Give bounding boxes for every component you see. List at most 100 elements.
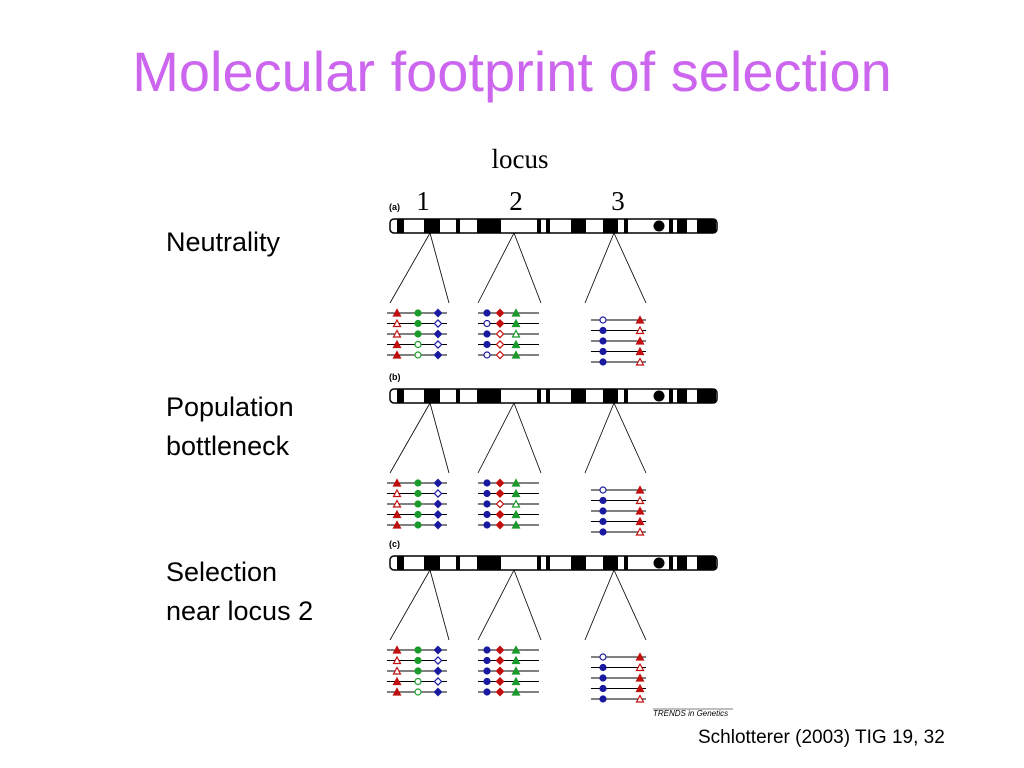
chromosome-band [456,556,460,570]
zoom-line [389,402,431,474]
snp-marker [635,683,645,693]
snp-marker [483,489,491,498]
snp-marker [599,347,607,356]
snp-marker [599,496,607,505]
chromosome-band [537,556,541,570]
zoom-line [389,569,431,641]
locus-header: locus [492,144,549,174]
chromosome-band [424,219,440,233]
snp-marker [433,510,443,519]
chromosome-band [537,389,541,403]
snp-marker [635,495,645,505]
snp-marker [495,645,505,655]
snp-marker [495,520,505,530]
snp-marker [392,655,402,665]
snp-marker [511,509,521,519]
snp-marker [483,510,491,519]
chromosome-band [546,219,550,233]
chromosome-band [697,556,716,570]
zoom-line [429,402,450,474]
figure-credit: TRENDS in Genetics [653,709,728,718]
snp-marker [414,330,422,338]
panel-tag: (b) [389,372,401,382]
chromosome-band [571,389,586,403]
snp-marker [433,666,443,676]
snp-marker [414,677,422,686]
snp-marker [599,653,607,661]
centromere [653,390,665,402]
chromosome-band [571,219,586,233]
snp-marker [433,499,443,509]
zoom-line [477,569,515,641]
snp-marker [495,478,505,488]
snp-marker [635,506,645,515]
snp-marker [495,350,505,360]
zoom-line [389,232,431,304]
snp-marker [392,687,402,696]
chromosome [389,388,718,404]
snp-marker [635,673,645,682]
snp-marker [433,677,443,686]
zoom-line [429,232,450,304]
chromosome-band [571,556,586,570]
snp-marker [599,486,607,494]
snp-marker [392,499,402,508]
chromosome-band [546,389,550,403]
zoom-line [613,232,647,304]
snp-marker [635,694,645,703]
snp-marker [392,666,402,675]
snp-marker [433,478,443,488]
snp-marker [433,489,443,498]
snp-marker [483,500,491,508]
zoom-line [584,569,615,641]
snp-marker [483,667,491,675]
snp-marker [495,510,505,519]
snp-marker [495,656,505,665]
chromosome-band [603,556,618,570]
chromosome-band [537,219,541,233]
zoom-line [584,232,615,304]
zoom-line [429,569,450,641]
snp-marker [495,340,505,349]
zoom-line [513,569,542,641]
snp-marker [483,319,491,328]
snp-marker [511,499,521,508]
label-selection-line1: Selection [166,557,278,587]
zoom-line [477,402,515,474]
chromosome-band [677,556,687,570]
snp-marker [599,517,607,526]
snp-marker [635,336,645,345]
snp-marker [483,688,491,696]
snp-marker [392,339,402,349]
snp-marker [433,645,443,655]
chromosome-band [677,389,687,403]
chromosome-band [397,389,404,403]
chromosome-band [697,389,716,403]
snp-marker [511,488,521,498]
snp-marker [599,316,607,324]
snp-marker [414,479,422,487]
snp-marker [511,478,521,487]
zoom-line [613,402,647,474]
snp-marker [599,528,607,536]
chromosome-band [669,219,673,233]
snp-marker [433,308,443,318]
label-neutrality: Neutrality [166,227,281,257]
chromosome-band [603,389,618,403]
snp-marker [414,351,422,359]
snp-marker [511,308,521,317]
snp-marker [392,308,402,317]
snp-marker [433,520,443,530]
snp-marker [392,318,402,328]
chromosome-band [477,556,501,570]
chromosome-band [456,219,460,233]
slide-title: Molecular footprint of selection [132,40,892,103]
chromosome-band [669,389,673,403]
snp-marker [495,319,505,328]
chromosome-band [397,219,404,233]
snp-marker [483,351,491,359]
snp-marker [392,488,402,498]
snp-marker [392,350,402,359]
chromosome-band [624,219,628,233]
